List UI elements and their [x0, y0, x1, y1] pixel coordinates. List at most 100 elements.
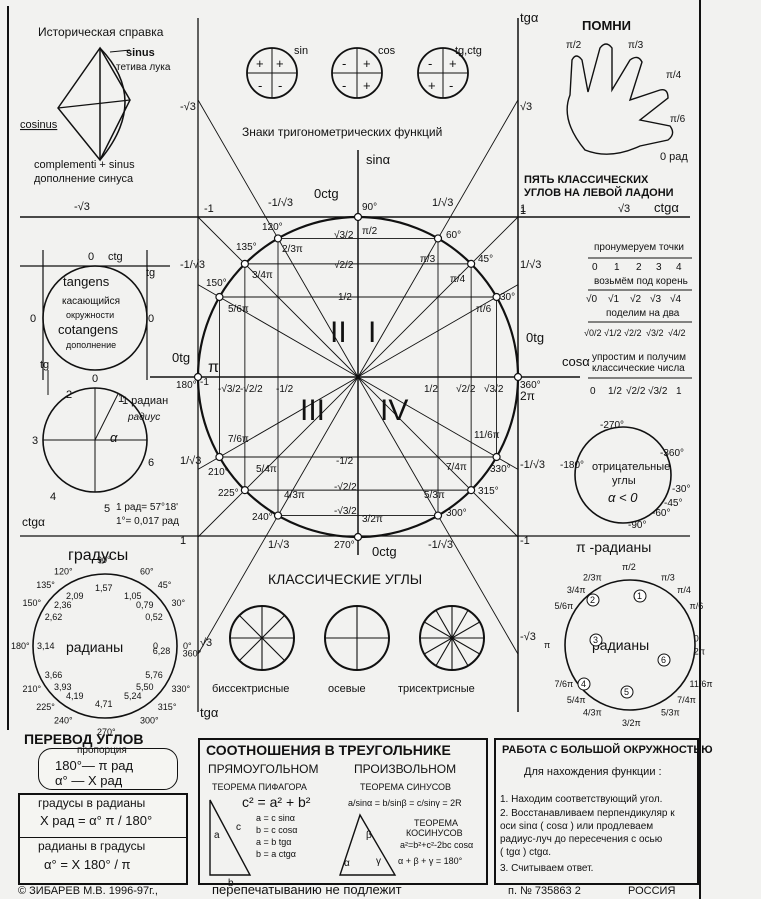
svg-text:3: 3: [656, 262, 662, 273]
circle-ray: [244, 376, 359, 491]
svg-text:1 радиан: 1 радиан: [122, 395, 168, 407]
pi-num-label: 5: [624, 687, 629, 697]
svg-text:0ctg: 0ctg: [314, 186, 339, 201]
svg-text:-1: -1: [520, 535, 530, 547]
svg-text:трисектрисные: трисектрисные: [398, 683, 475, 695]
svg-text:α: α: [344, 858, 350, 869]
radian-value-label: 5,76: [145, 670, 163, 680]
svg-text:1: 1: [676, 386, 682, 397]
svg-text:касающийся: касающийся: [62, 296, 120, 307]
tg-extension: [496, 456, 519, 470]
svg-text:1: 1: [118, 393, 124, 405]
svg-text:4: 4: [676, 262, 682, 273]
svg-text:-: -: [342, 78, 346, 93]
radian-value-label: 4,71: [95, 699, 113, 709]
radian-value-label: 0,52: [145, 612, 163, 622]
svg-text:-360°: -360°: [660, 448, 684, 459]
svg-text:биссектрисные: биссектрисные: [212, 683, 289, 695]
svg-text:π/3: π/3: [420, 254, 436, 265]
svg-text:α < 0: α < 0: [608, 490, 638, 505]
svg-text:упростим и получим: упростим и получим: [592, 352, 686, 363]
svg-text:ctg: ctg: [108, 251, 123, 263]
degree-label: 300°: [140, 715, 159, 725]
degree-label: 90°: [97, 555, 111, 565]
pi-mark-label: 3/4π: [567, 585, 586, 595]
svg-text:π: π: [208, 359, 219, 376]
radian-value-label: 4,19: [66, 691, 84, 701]
svg-text:√1/2: √1/2: [604, 328, 621, 338]
svg-text:-1: -1: [200, 377, 209, 388]
footer-note: перепечатыванию не подлежит: [212, 882, 402, 897]
svg-text:-√3/2: -√3/2: [218, 383, 241, 395]
svg-text:0: 0: [88, 251, 94, 263]
svg-text:45°: 45°: [478, 254, 493, 265]
svg-text:окружности: окружности: [66, 310, 114, 320]
svg-text:+: +: [276, 56, 284, 71]
circle-ray: [277, 376, 359, 516]
pi-mark-label: 5/6π: [554, 601, 573, 611]
svg-text:135°: 135°: [236, 242, 257, 253]
svg-text:5/6π: 5/6π: [228, 304, 249, 315]
svg-text:-: -: [449, 78, 453, 93]
svg-text:поделим на два: поделим на два: [606, 308, 680, 319]
svg-text:-1/√3: -1/√3: [268, 197, 293, 209]
tg-extension: [197, 489, 246, 538]
radian-value-label: 1,57: [95, 583, 113, 593]
circle-ray: [357, 376, 497, 458]
svg-text:+: +: [256, 56, 264, 71]
circle-ray: [219, 296, 359, 378]
svg-text:1: 1: [520, 203, 526, 215]
degree-label: 180°: [11, 641, 30, 651]
perevod-title: ПЕРЕВОД УГЛОВ: [24, 731, 144, 747]
circle-point: [215, 292, 224, 302]
radian-value-label: 5,50: [136, 682, 154, 692]
svg-text:-√3: -√3: [74, 201, 90, 213]
svg-text:2π: 2π: [520, 389, 535, 403]
history-compl2: дополнение синуса: [34, 173, 134, 185]
svg-text:7/6π: 7/6π: [228, 434, 249, 445]
svg-text:π/4: π/4: [450, 274, 466, 285]
finger-zero: 0 рад: [660, 151, 688, 163]
circle-ray: [357, 376, 439, 516]
hand-caption-2: УГЛОВ НА ЛЕВОЙ ЛАДОНИ: [524, 186, 674, 199]
svg-text:1/√3: 1/√3: [432, 197, 453, 209]
pi-num-label: 3: [593, 635, 598, 645]
svg-text:2/3π: 2/3π: [282, 244, 303, 255]
tg-extension: [437, 515, 519, 655]
svg-text:√3: √3: [200, 637, 212, 649]
circle-ray: [357, 263, 472, 378]
svg-text:-√3: -√3: [180, 101, 196, 113]
degree-label: 210°: [23, 684, 42, 694]
svg-text:1/√3: 1/√3: [520, 259, 541, 271]
tg-extension: [197, 456, 220, 470]
svg-text:-√3/2: -√3/2: [334, 505, 357, 517]
svg-text:tg,ctg: tg,ctg: [455, 45, 482, 57]
svg-text:-1/√3: -1/√3: [428, 539, 453, 551]
svg-text:√3/2: √3/2: [648, 385, 668, 397]
finger-pi4: π/4: [666, 70, 682, 81]
svg-text:1 рад= 57°18': 1 рад= 57°18': [116, 502, 178, 513]
degree-label: 60°: [140, 567, 154, 577]
svg-text:-45°: -45°: [664, 498, 682, 509]
svg-text:-270°: -270°: [600, 420, 624, 431]
tg-axis-label-top: tgα: [520, 10, 539, 25]
svg-text:cos: cos: [378, 45, 396, 57]
svg-text:-1/√3: -1/√3: [180, 259, 205, 271]
tg-axis-label-bottom: tgα: [200, 705, 219, 720]
classic-spoke: [238, 614, 286, 662]
pi-mark-label: π/4: [677, 585, 691, 595]
perevod-formula-box: градусы в радианы X рад = α° π / 180° ра…: [18, 793, 188, 885]
pi-num-label: 1: [637, 591, 642, 601]
svg-text:5/4π: 5/4π: [256, 464, 277, 475]
svg-text:sin: sin: [294, 45, 308, 57]
svg-text:7/4π: 7/4π: [446, 462, 467, 473]
pi-mark-label: 2/3π: [583, 572, 602, 582]
pi-num-marker: [589, 633, 603, 647]
svg-text:0tg: 0tg: [526, 330, 544, 345]
tg-extension: [197, 284, 220, 298]
sin-axis-label: sinα: [366, 152, 391, 167]
svg-text:отрицательные: отрицательные: [592, 461, 670, 473]
circle-ray: [357, 238, 439, 378]
svg-text:-1/2: -1/2: [276, 384, 294, 395]
pi-num-marker: [577, 677, 591, 691]
